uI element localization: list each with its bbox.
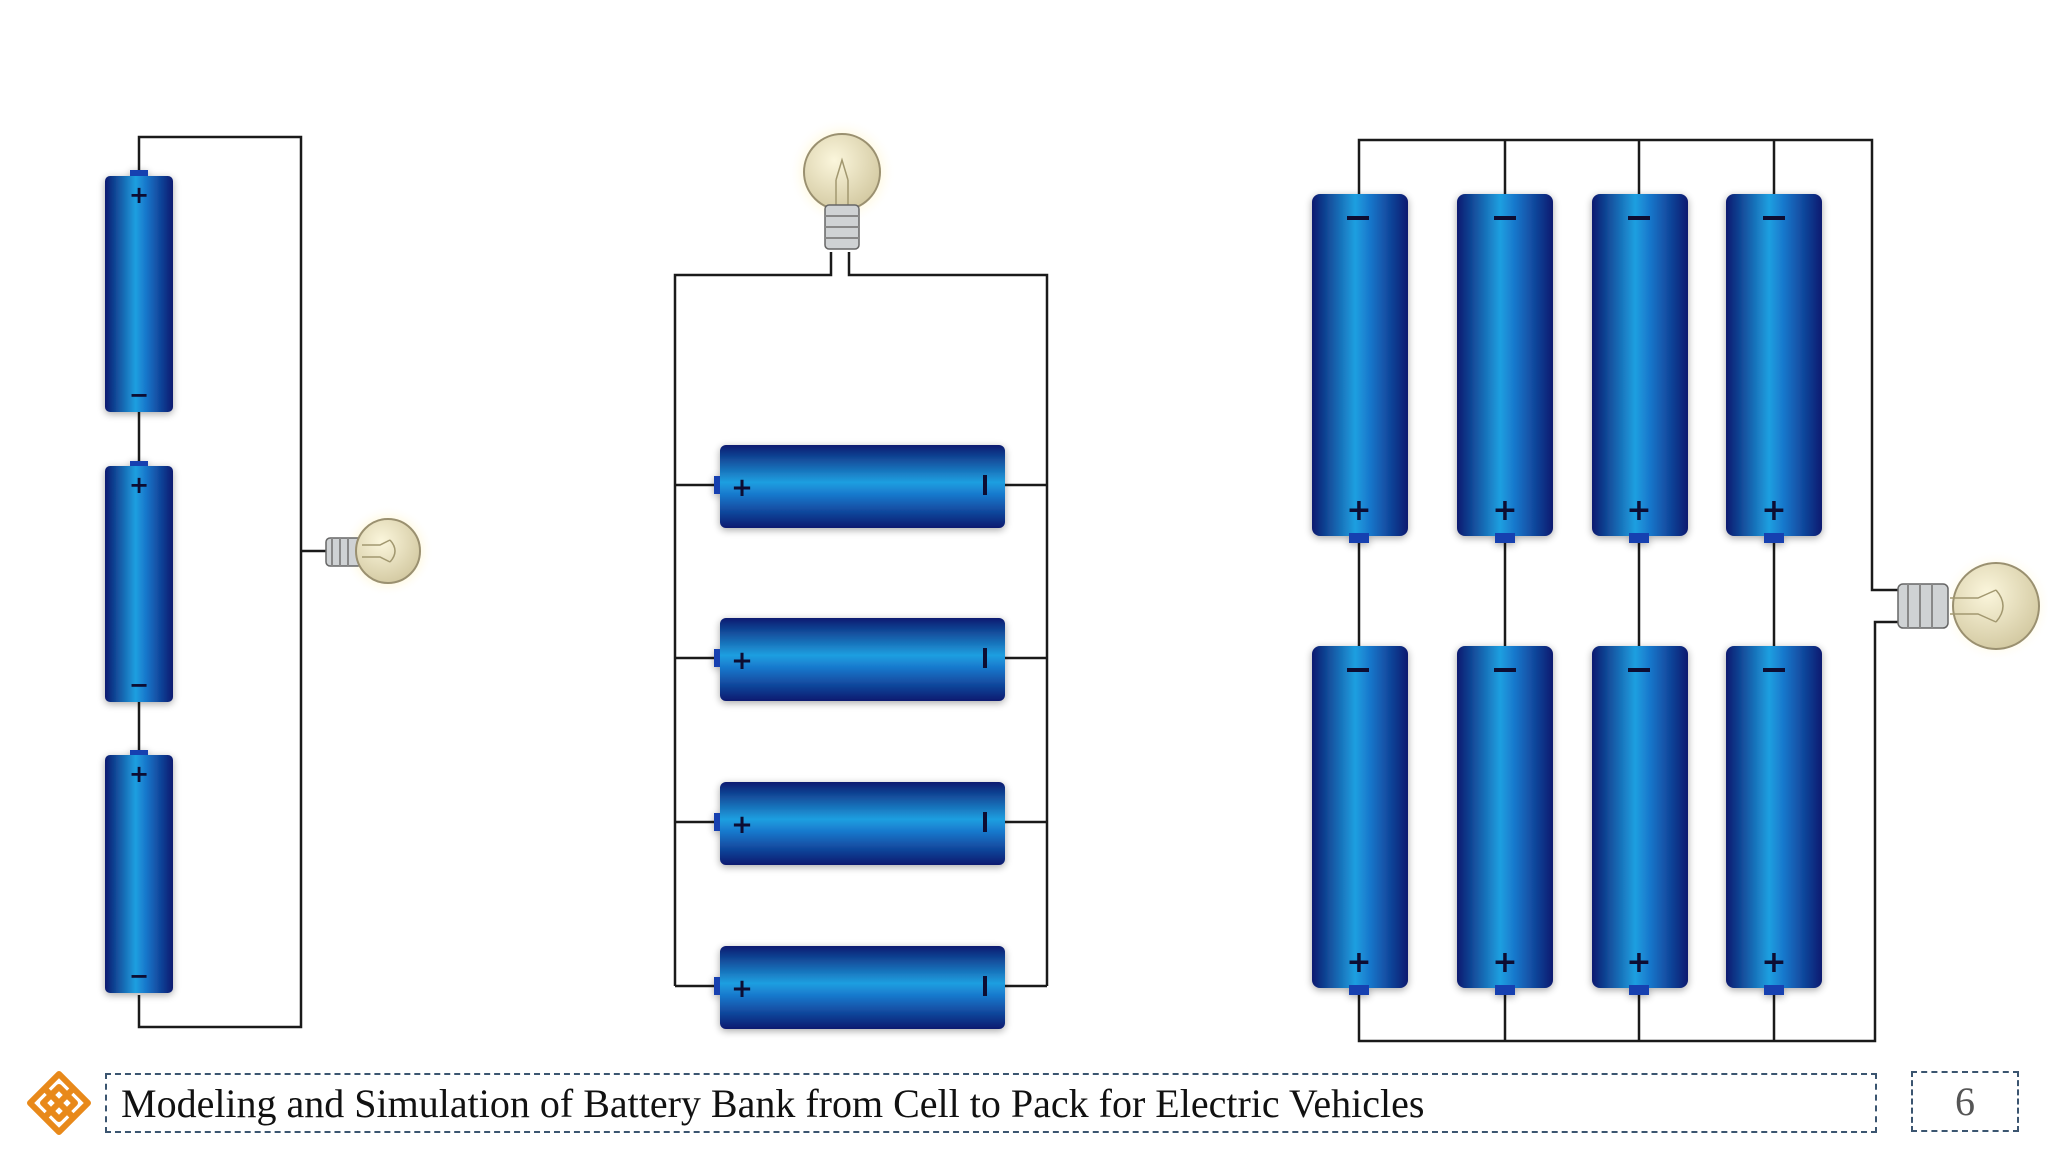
battery-cell: + — [714, 946, 1005, 1029]
battery-cell: + — [1592, 194, 1688, 543]
negative-terminal-mark — [983, 976, 987, 996]
positive-terminal-label: + — [731, 646, 753, 676]
orange-knot-logo-icon — [26, 1070, 92, 1136]
battery-cell: + — [1592, 646, 1688, 995]
light-bulb-icon — [788, 118, 896, 250]
positive-terminal-label: + — [1761, 945, 1786, 980]
battery-cell: + — [1457, 646, 1553, 995]
parallel-circuit-wires — [673, 252, 1049, 988]
positive-terminal-label: + — [129, 471, 149, 499]
positive-terminal-label: + — [1626, 493, 1651, 528]
positive-terminal-label: + — [1346, 493, 1371, 528]
positive-terminal-label: + — [1626, 945, 1651, 980]
page-number: 6 — [1955, 1079, 1975, 1124]
negative-terminal-mark — [1494, 668, 1516, 672]
series-circuit-wires — [137, 135, 326, 1029]
light-bulb-icon — [325, 505, 434, 597]
positive-terminal-label: + — [731, 473, 753, 503]
battery-cell: + — [1457, 194, 1553, 543]
series-parallel-circuit-wires — [1357, 138, 1898, 1043]
battery-cell: + — [1312, 194, 1408, 543]
positive-terminal-label: + — [731, 810, 753, 840]
light-bulb-icon — [1897, 550, 2048, 662]
negative-terminal-mark — [983, 648, 987, 668]
page-number-box: 6 — [1911, 1071, 2019, 1132]
slide-title: Modeling and Simulation of Battery Bank … — [121, 1080, 1425, 1126]
positive-terminal-label: + — [1761, 493, 1786, 528]
negative-terminal-label: − — [129, 381, 149, 409]
negative-terminal-mark — [1628, 668, 1650, 672]
negative-terminal-label: − — [129, 671, 149, 699]
battery-cell: + — [1726, 646, 1822, 995]
negative-terminal-label: − — [129, 962, 149, 990]
positive-terminal-label: + — [1492, 945, 1517, 980]
positive-terminal-label: + — [129, 181, 149, 209]
battery-cell: + — [1726, 194, 1822, 543]
battery-cell: + — [714, 618, 1005, 701]
negative-terminal-mark — [1763, 216, 1785, 220]
slide-title-box: Modeling and Simulation of Battery Bank … — [105, 1073, 1877, 1133]
negative-terminal-mark — [983, 475, 987, 495]
negative-terminal-mark — [1347, 216, 1369, 220]
positive-terminal-label: + — [129, 760, 149, 788]
battery-cell: + − — [105, 170, 173, 412]
negative-terminal-mark — [1494, 216, 1516, 220]
negative-terminal-mark — [983, 812, 987, 832]
battery-cell: + — [1312, 646, 1408, 995]
battery-cell: + — [714, 445, 1005, 528]
battery-cell: + — [714, 782, 1005, 865]
positive-terminal-label: + — [1492, 493, 1517, 528]
positive-terminal-label: + — [731, 974, 753, 1004]
battery-cell: + − — [105, 461, 173, 702]
negative-terminal-mark — [1628, 216, 1650, 220]
negative-terminal-mark — [1763, 668, 1785, 672]
negative-terminal-mark — [1347, 668, 1369, 672]
positive-terminal-label: + — [1346, 945, 1371, 980]
battery-cell: + − — [105, 750, 173, 993]
